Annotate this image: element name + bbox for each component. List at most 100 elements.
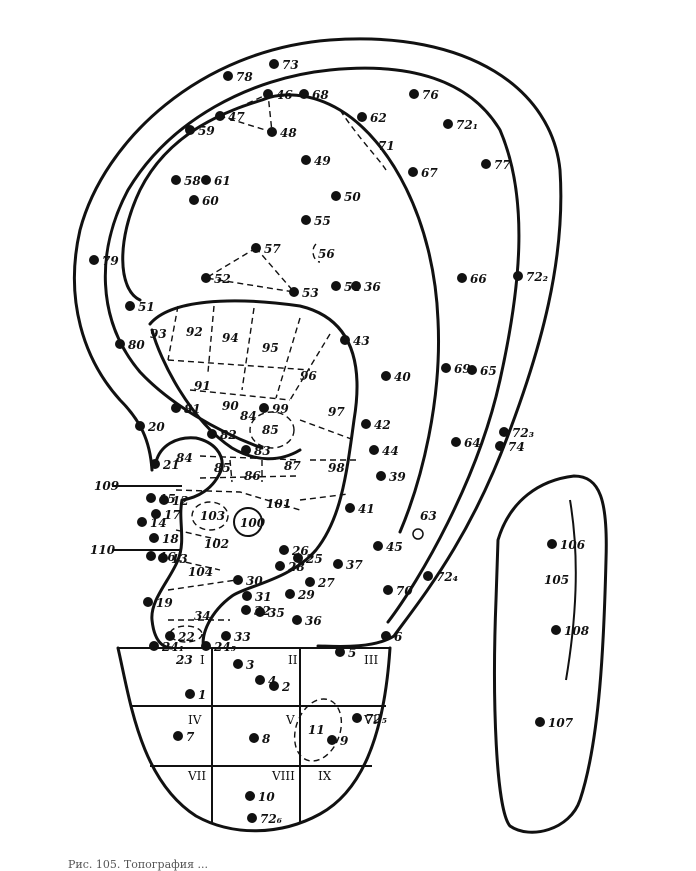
acupoint-81	[245, 791, 255, 801]
acupoint-label: 10	[258, 790, 275, 804]
acupoint-label: 67	[421, 166, 438, 180]
acupoint-72	[233, 659, 243, 669]
acupoint-51	[146, 551, 156, 561]
acupoint-34	[135, 421, 145, 431]
acupoint-27	[340, 335, 350, 345]
acupoint-label: 80	[128, 338, 145, 352]
acupoint-label: 57	[264, 242, 281, 256]
acupoint-37	[495, 441, 505, 451]
acupoint-62	[383, 585, 393, 595]
zone-label: 97	[328, 405, 345, 419]
lobe-region-label: II	[288, 653, 298, 667]
acupoint-label: 35	[268, 606, 285, 620]
lobe-region-label: I	[200, 653, 205, 667]
acupoint-label: 72₄	[436, 570, 458, 584]
lobe-outline	[116, 646, 392, 833]
acupoint-label: 106	[560, 538, 586, 552]
acupoint-label: 27	[317, 576, 335, 590]
acupoint-47	[137, 517, 147, 527]
tragus-outline	[150, 436, 224, 650]
acupoint-78	[173, 731, 183, 741]
zone-label: 87	[284, 459, 301, 473]
acupoint-label: 44	[382, 444, 399, 458]
acupoint-2	[263, 89, 273, 99]
acupoint-29	[381, 371, 391, 381]
acupoint-35	[361, 419, 371, 429]
zone-85-ellipse	[249, 411, 295, 449]
posterior-ear-fold	[565, 499, 577, 681]
acupoint-73	[335, 647, 345, 657]
zone-label: 94	[222, 331, 239, 345]
lobe-region-label: IX	[318, 769, 332, 783]
acupoint-44	[146, 493, 156, 503]
acupoint-21	[289, 287, 299, 297]
acupoint-54	[293, 553, 303, 563]
acupoint-12	[481, 159, 491, 169]
acupoint-63	[143, 597, 153, 607]
acupoint-label: 25	[305, 552, 323, 566]
zone-label: 56	[318, 247, 335, 261]
acupoint-label: 29	[297, 588, 315, 602]
acupoint-55	[275, 561, 285, 571]
acupoint-label: 2	[281, 680, 290, 694]
zone-label: 91	[194, 379, 211, 393]
acupoint-label: 108	[564, 624, 590, 638]
acupoint-42	[150, 459, 160, 469]
acupoint-61	[285, 589, 295, 599]
acupoint-label: 72₁	[456, 118, 478, 132]
zone-label: 101	[266, 497, 291, 511]
acupoint-74	[255, 675, 265, 685]
acupoint-15	[189, 195, 199, 205]
acupoint-label: 24₅	[213, 640, 236, 654]
acupoint-label: 82	[220, 428, 237, 442]
acupoint-46	[345, 503, 355, 513]
zone-label: 34	[194, 609, 211, 623]
acupoint-label: 53	[302, 286, 319, 300]
acupoint-82	[247, 813, 257, 823]
acupoint-58	[233, 575, 243, 585]
acupoint-label: 77	[494, 158, 511, 172]
acupoint-label: 37	[346, 558, 363, 572]
acupoint-19	[89, 255, 99, 265]
acupoint-label: 61	[214, 174, 231, 188]
zone-label: 100	[240, 516, 266, 530]
acupoint-label: 19	[156, 596, 173, 610]
zone-22-ellipse	[169, 625, 203, 643]
acupoint-label: 16	[159, 550, 176, 564]
acupoint-label: 18	[162, 532, 179, 546]
acupoint-label: 12	[172, 494, 189, 508]
acupoint-label: 64	[464, 436, 481, 450]
acupoint-label: 70	[396, 584, 413, 598]
acupoint-76	[185, 689, 195, 699]
acupoint-9	[443, 119, 453, 129]
open-point-label: 63	[420, 509, 437, 523]
zone-label: 110	[90, 543, 116, 557]
acupoint-71	[201, 641, 211, 651]
acupoint-49	[149, 533, 159, 543]
acupoint-label: 32	[254, 604, 271, 618]
acupoint-48	[151, 509, 161, 519]
lobe-region-label: III	[364, 653, 378, 667]
acupoint-label: 69	[454, 362, 471, 376]
acupoint-label: 62	[370, 111, 387, 125]
acupoint-83	[547, 539, 557, 549]
acupoint-label: 49	[314, 154, 331, 168]
acupoint-8	[409, 89, 419, 99]
acupoint-label: 14	[150, 516, 167, 530]
acupoint-59	[305, 577, 315, 587]
acupoint-31	[467, 365, 477, 375]
acupoint-84	[551, 625, 561, 635]
acupoint-64	[241, 605, 251, 615]
helix-inner-outline	[103, 66, 521, 624]
acupoint-label: 72₅	[365, 712, 387, 726]
lobe-region-label: IV	[188, 713, 202, 727]
zone-label: 90	[222, 399, 239, 413]
concha-rim-outline	[148, 299, 359, 650]
acupoint-label: 8	[262, 732, 271, 746]
zone-label: 84	[176, 451, 193, 465]
zone-label: 85	[262, 423, 279, 437]
acupoint-22	[331, 281, 341, 291]
acupoint-28	[115, 339, 125, 349]
acupoint-65	[255, 607, 265, 617]
